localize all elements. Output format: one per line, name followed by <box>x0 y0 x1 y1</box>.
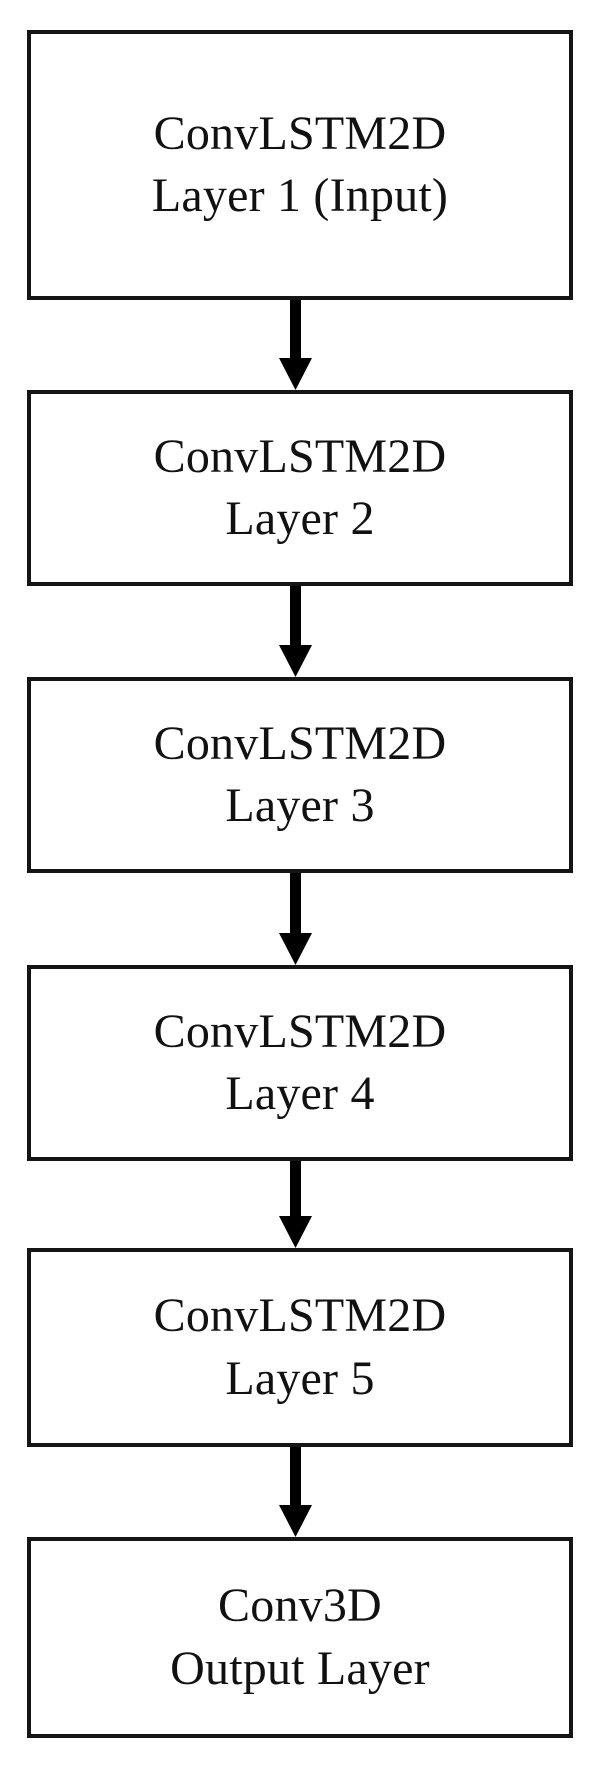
node-layer-5: ConvLSTM2D Layer 5 <box>27 1248 573 1447</box>
arrow-layer-3-to-layer-4 <box>0 873 606 965</box>
node-layer-4: ConvLSTM2D Layer 4 <box>27 965 573 1161</box>
node-layer-3-line-2: Layer 3 <box>225 779 375 832</box>
arrow-layer-2-to-layer-3 <box>0 586 606 677</box>
node-layer-1-line-2: Layer 1 (Input) <box>151 169 449 222</box>
node-layer-4-line-2: Layer 4 <box>225 1067 375 1120</box>
arrow-layer-1-to-layer-2 <box>0 300 606 390</box>
node-layer-1: ConvLSTM2D Layer 1 (Input) <box>27 30 573 300</box>
node-layer-3: ConvLSTM2D Layer 3 <box>27 677 573 873</box>
arrow-layer-4-to-layer-5 <box>0 1161 606 1248</box>
node-layer-2-line-1: ConvLSTM2D <box>153 429 447 483</box>
node-output-layer-line-2: Output Layer <box>170 1641 430 1695</box>
node-layer-3-line-1: ConvLSTM2D <box>153 716 447 770</box>
node-layer-1-line-1: ConvLSTM2D <box>153 106 447 160</box>
node-layer-2-line-2: Layer 2 <box>225 492 375 545</box>
node-layer-5-line-1: ConvLSTM2D <box>153 1289 447 1343</box>
node-layer-5-line-2: Layer 5 <box>225 1351 375 1405</box>
node-output-layer: Conv3D Output Layer <box>27 1537 573 1738</box>
arrow-layer-5-to-output-layer <box>0 1447 606 1537</box>
node-layer-4-line-1: ConvLSTM2D <box>153 1004 447 1058</box>
node-output-layer-line-1: Conv3D <box>218 1579 382 1633</box>
node-layer-2: ConvLSTM2D Layer 2 <box>27 390 573 586</box>
